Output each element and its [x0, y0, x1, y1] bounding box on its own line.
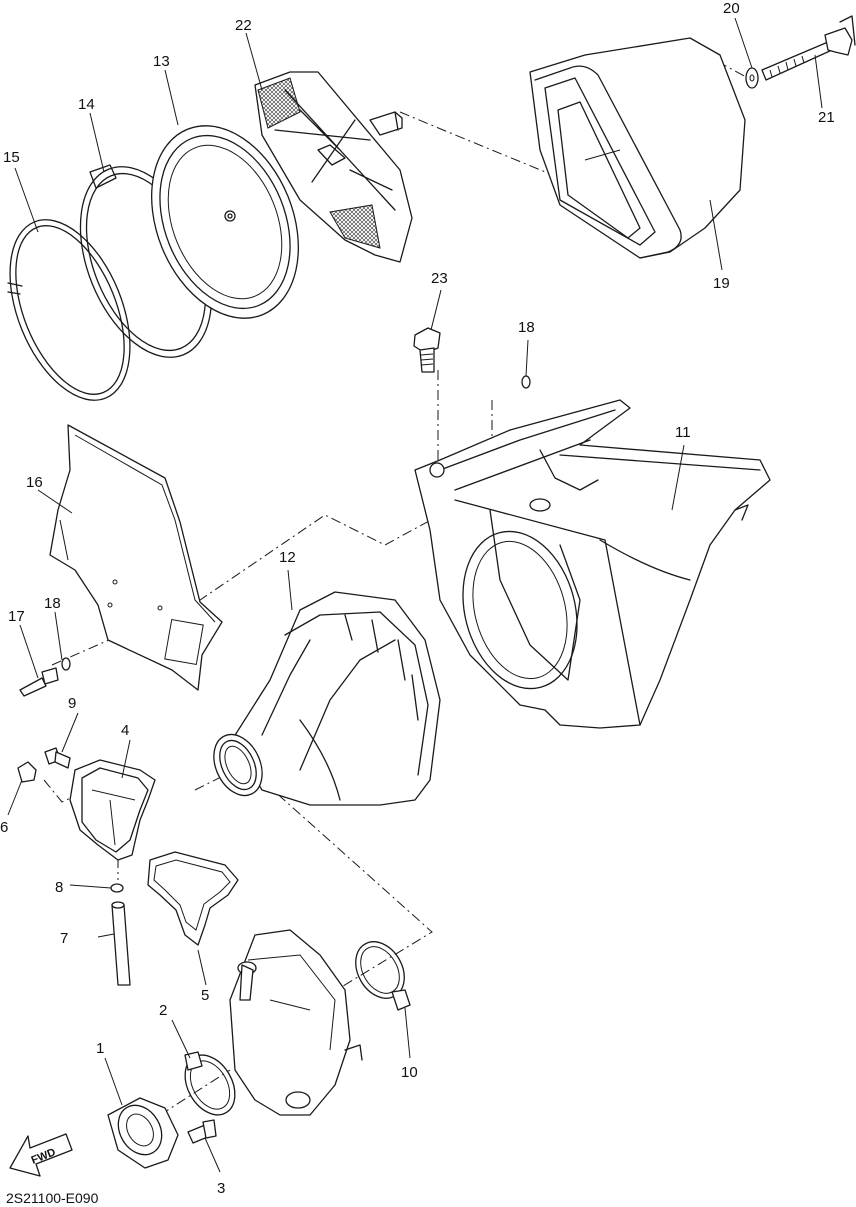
callout-10: 10 [401, 1064, 418, 1081]
part-13-air-filter [151, 125, 299, 319]
callout-8: 8 [55, 879, 63, 896]
part-6-clip [17, 761, 37, 783]
part-9-bolt [44, 747, 71, 769]
part-7-hose [111, 901, 131, 986]
part-20-washer [745, 67, 759, 89]
callout-12: 12 [279, 549, 296, 566]
part-22-filter-guide [254, 71, 413, 263]
callout-21: 21 [818, 109, 835, 126]
callout-16: 16 [26, 474, 43, 491]
callout-3: 3 [217, 1180, 225, 1197]
part-18-washer-lower [61, 657, 71, 671]
part-5-gasket [147, 851, 239, 946]
callout-14: 14 [78, 96, 95, 113]
callout-leader-lines [7, 17, 823, 1173]
carburetor-body [229, 929, 363, 1116]
drawing-code: 2S21100-E090 [6, 1190, 99, 1206]
part-16-seal-plate [49, 424, 223, 691]
callout-7: 7 [60, 930, 68, 947]
part-18-nut-upper [521, 375, 531, 389]
callout-13: 13 [153, 53, 170, 70]
part-10-clamp [355, 941, 411, 1011]
callout-17: 17 [8, 608, 25, 625]
part-21-wing-bolt [761, 15, 856, 81]
part-11-air-box [414, 399, 771, 729]
callout-11: 11 [675, 424, 691, 441]
part-15-band [7, 219, 131, 401]
part-3-screw [187, 1119, 217, 1144]
part-callout-labels: 1 2 3 4 5 6 7 8 9 10 11 12 13 14 15 16 1… [0, 0, 835, 1197]
callout-5: 5 [201, 987, 209, 1004]
callout-4: 4 [121, 722, 129, 739]
part-4-valve-cover [69, 759, 156, 861]
callout-6: 6 [0, 819, 8, 836]
callout-9: 9 [68, 695, 76, 712]
callout-23: 23 [431, 270, 448, 287]
part-23-bolt [413, 327, 441, 373]
callout-19: 19 [713, 275, 730, 292]
part-12-intake-boot [213, 591, 441, 806]
callout-1: 1 [96, 1040, 104, 1057]
callout-20: 20 [723, 0, 740, 17]
part-17-screw [19, 667, 59, 697]
part-1-joint [107, 1097, 179, 1169]
forward-direction-arrow: FWD [9, 1133, 73, 1177]
callout-18-upper: 18 [518, 319, 535, 336]
callout-18-lower: 18 [44, 595, 61, 612]
part-8-ring [110, 883, 124, 893]
callout-15: 15 [3, 149, 20, 166]
part-19-foam-filter [529, 37, 746, 259]
callout-22: 22 [235, 17, 252, 34]
callout-2: 2 [159, 1002, 167, 1019]
